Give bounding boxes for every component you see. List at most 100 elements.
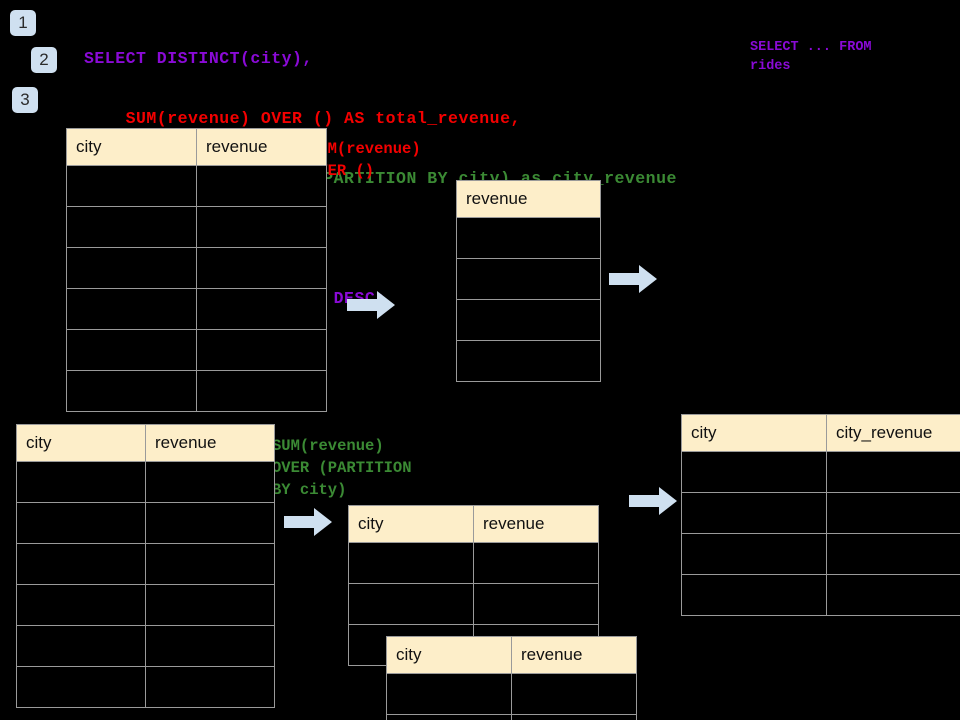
cell-city-revenue <box>826 574 960 616</box>
cell-city <box>66 329 197 371</box>
table-row <box>681 533 960 575</box>
cell-revenue <box>145 502 275 544</box>
table-row <box>681 451 960 493</box>
arrow-total-to-result <box>609 265 657 293</box>
cell-revenue <box>511 714 637 720</box>
cell-city-revenue <box>826 533 960 575</box>
cell-city-revenue <box>826 492 960 534</box>
total-revenue-table: revenue <box>456 180 601 382</box>
table-header-row: city revenue <box>348 505 599 543</box>
cell-city <box>16 543 146 585</box>
cell-revenue <box>456 258 601 300</box>
cell-city <box>66 288 197 330</box>
table-row <box>456 340 601 382</box>
column-header-city: city <box>681 414 827 452</box>
cell-revenue <box>145 584 275 626</box>
cell-city <box>66 165 197 207</box>
cell-revenue <box>456 299 601 341</box>
cell-revenue <box>145 461 275 503</box>
cell-city <box>681 451 827 493</box>
column-header-city: city <box>348 505 474 543</box>
cell-revenue <box>196 329 327 371</box>
column-header-city: city <box>16 424 146 462</box>
column-header-revenue: revenue <box>473 505 599 543</box>
cell-city <box>66 247 197 289</box>
cell-revenue <box>196 165 327 207</box>
cell-city <box>16 502 146 544</box>
table-row <box>16 625 275 667</box>
table-body <box>16 461 275 708</box>
table-row <box>66 329 327 371</box>
table-body <box>386 673 637 720</box>
cell-city <box>386 673 512 715</box>
table-row <box>456 299 601 341</box>
cell-city <box>681 492 827 534</box>
cell-revenue <box>473 583 599 625</box>
sql-line-2: SUM(revenue) OVER () AS total_revenue, <box>84 109 521 128</box>
arrow-source-to-partition <box>284 508 332 536</box>
cell-city <box>386 714 512 720</box>
table-row <box>16 584 275 626</box>
table-row <box>681 492 960 534</box>
table-row <box>66 206 327 248</box>
annotation-select-from: SELECT ... FROM rides <box>750 40 872 74</box>
table-header-row: revenue <box>456 180 601 218</box>
table-row <box>66 247 327 289</box>
table-row <box>386 673 637 715</box>
table-row <box>456 258 601 300</box>
column-header-city: city <box>66 128 197 166</box>
table-row <box>16 461 275 503</box>
cell-revenue <box>196 206 327 248</box>
table-row <box>16 502 275 544</box>
cell-revenue <box>473 542 599 584</box>
cell-city <box>16 666 146 708</box>
table-row <box>16 666 275 708</box>
cell-revenue <box>456 217 601 259</box>
cell-revenue <box>511 673 637 715</box>
cell-revenue <box>145 625 275 667</box>
table-row <box>16 543 275 585</box>
cell-city-revenue <box>826 451 960 493</box>
table-row <box>681 574 960 616</box>
cell-city <box>16 625 146 667</box>
column-header-city: city <box>386 636 512 674</box>
table-header-row: city revenue <box>16 424 275 462</box>
table-body <box>456 217 601 382</box>
arrow-source-to-total <box>347 291 395 319</box>
step-badge-1: 1 <box>10 10 36 36</box>
table-row <box>386 714 637 720</box>
cell-city <box>66 370 197 412</box>
table-row <box>66 370 327 412</box>
cell-revenue <box>196 288 327 330</box>
step-badge-2: 2 <box>31 47 57 73</box>
cell-city <box>348 542 474 584</box>
cell-city <box>16 584 146 626</box>
cell-revenue <box>145 543 275 585</box>
table-row <box>348 542 599 584</box>
column-header-city-revenue: city_revenue <box>826 414 960 452</box>
column-header-revenue: revenue <box>196 128 327 166</box>
table-row <box>66 165 327 207</box>
cell-city <box>16 461 146 503</box>
cell-city <box>348 583 474 625</box>
rides-source-table-bottom: city revenue <box>16 424 275 708</box>
column-header-revenue: revenue <box>511 636 637 674</box>
column-header-revenue: revenue <box>145 424 275 462</box>
cell-revenue <box>196 247 327 289</box>
result-city-revenue-table: city city_revenue <box>681 414 960 616</box>
cell-revenue <box>145 666 275 708</box>
cell-city <box>681 533 827 575</box>
table-body <box>66 165 327 412</box>
cell-revenue <box>456 340 601 382</box>
table-row <box>456 217 601 259</box>
annotation-sum-over-partition: SUM(revenue) OVER (PARTITION BY city) <box>272 437 412 499</box>
arrow-partition-to-result <box>629 487 677 515</box>
cell-city <box>66 206 197 248</box>
table-header-row: city city_revenue <box>681 414 960 452</box>
table-header-row: city revenue <box>66 128 327 166</box>
table-body <box>681 451 960 616</box>
cell-city <box>681 574 827 616</box>
partition-table-front: city revenue <box>386 636 637 720</box>
table-row <box>348 583 599 625</box>
column-header-revenue: revenue <box>456 180 601 218</box>
